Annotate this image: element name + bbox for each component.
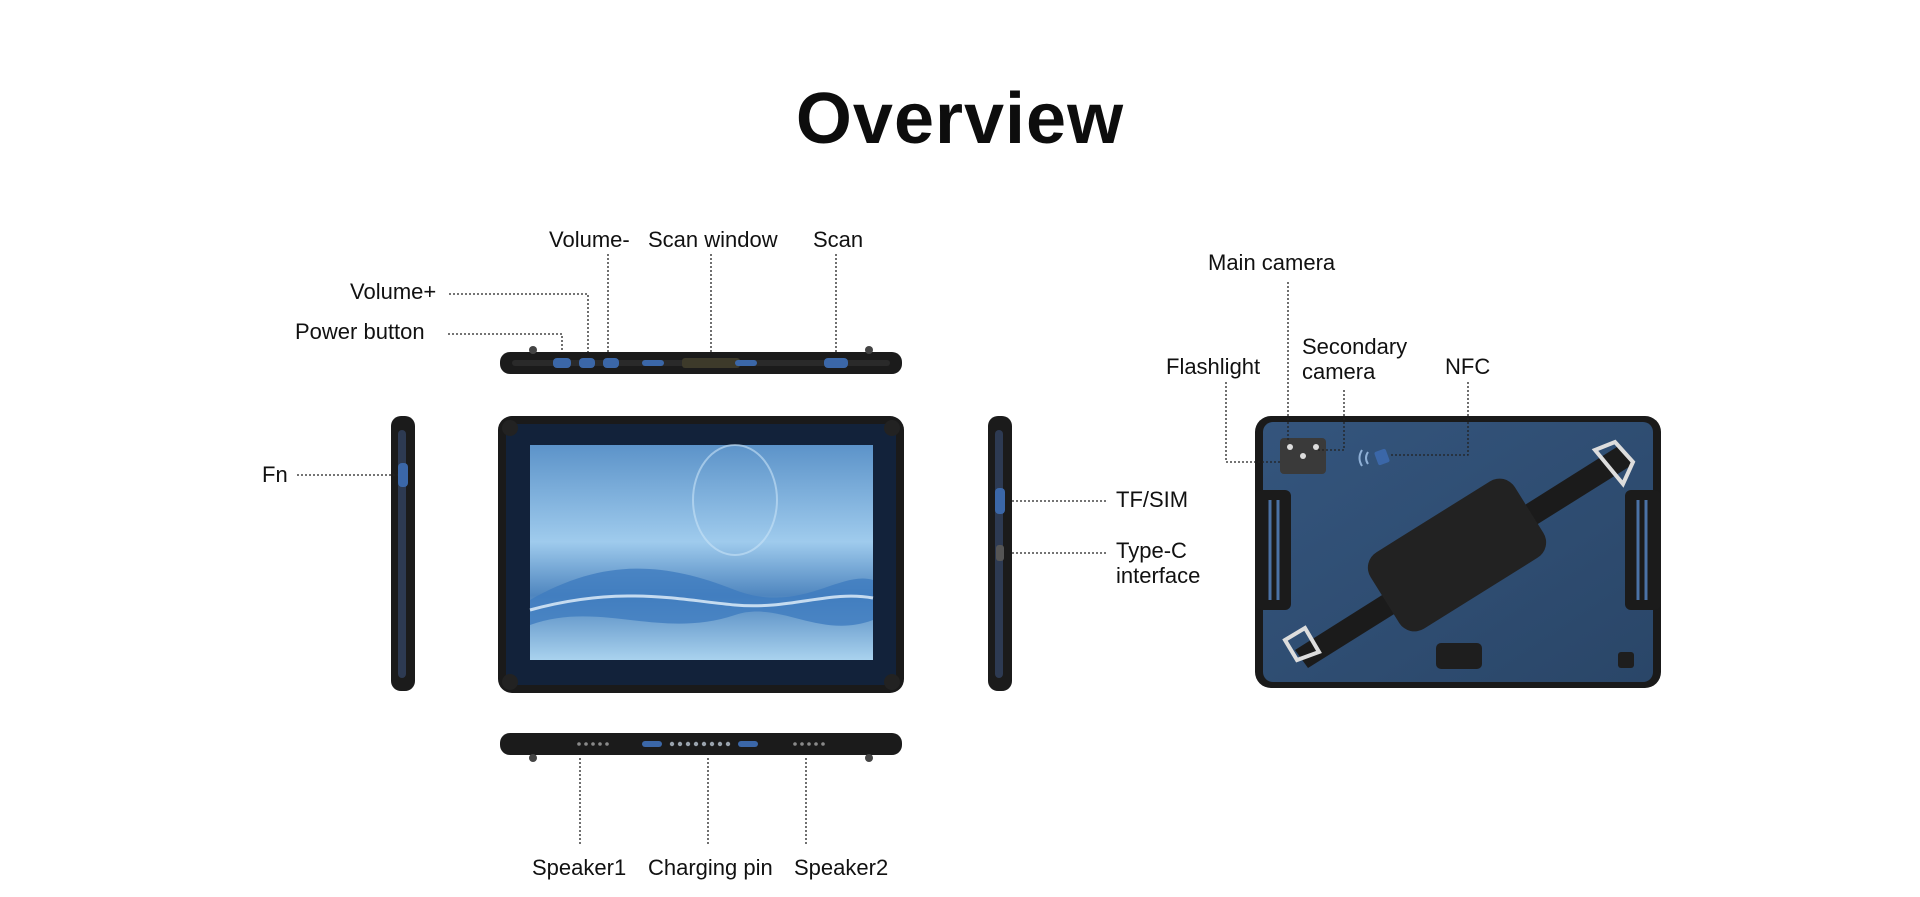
label-type-c-line1: Type-C [1116, 538, 1187, 563]
top-edge-view [500, 346, 902, 374]
label-type-c-line2: interface [1116, 563, 1201, 588]
label-scan: Scan [813, 227, 864, 252]
label-scan-window: Scan window [648, 227, 778, 252]
label-flashlight: Flashlight [1166, 354, 1261, 379]
left-edge-view [391, 416, 415, 691]
label-volume-minus: Volume- [549, 227, 630, 252]
label-nfc: NFC [1445, 354, 1491, 379]
label-secondary-camera-line1: Secondary [1302, 334, 1408, 359]
volume-minus-shape [603, 358, 619, 368]
leader-lines [297, 254, 1469, 846]
tf-sim-slot-shape [995, 488, 1005, 514]
label-power-button: Power button [295, 319, 425, 344]
label-fn: Fn [262, 462, 288, 487]
screen [530, 445, 873, 660]
label-speaker1: Speaker1 [532, 855, 627, 880]
bottom-edge-view [500, 733, 902, 762]
power-button-shape [553, 358, 571, 368]
fn-button-shape [398, 463, 408, 487]
label-tf-sim: TF/SIM [1116, 487, 1189, 512]
scan-window-shape [682, 358, 740, 368]
right-edge-view [988, 416, 1012, 691]
label-speaker2: Speaker2 [794, 855, 889, 880]
back-view [1255, 416, 1661, 688]
label-volume-plus: Volume+ [350, 279, 437, 304]
page-title: Overview [795, 79, 1125, 159]
label-charging-pin: Charging pin [648, 855, 773, 880]
type-c-port-shape [996, 545, 1004, 561]
label-main-camera: Main camera [1208, 250, 1336, 275]
label-secondary-camera-line2: camera [1302, 359, 1376, 384]
scan-button-shape [824, 358, 848, 368]
front-view [498, 416, 904, 693]
volume-plus-shape [579, 358, 595, 368]
